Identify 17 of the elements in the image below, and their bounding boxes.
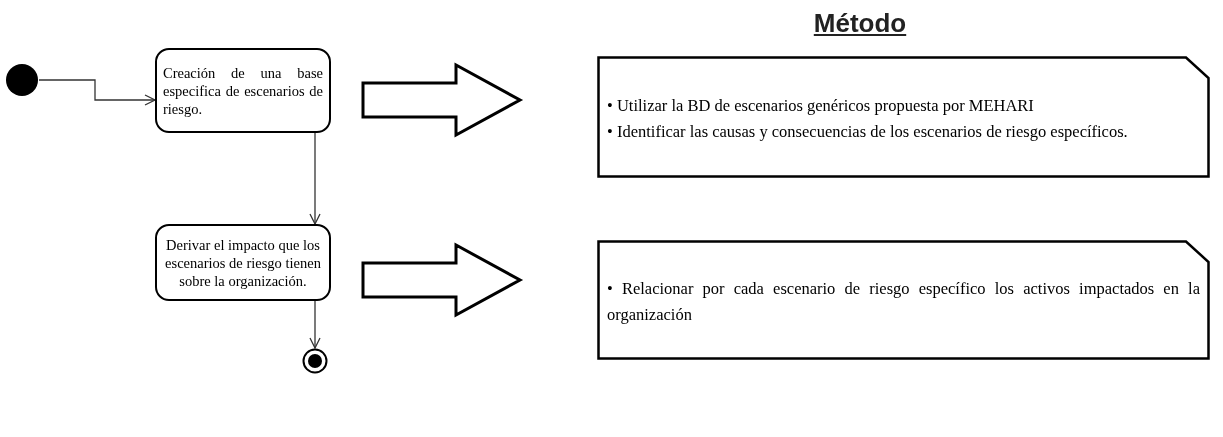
start-node — [5, 63, 39, 97]
arrow — [309, 300, 321, 349]
note-box — [597, 240, 1210, 360]
process-box — [155, 224, 331, 301]
note-box — [597, 56, 1210, 178]
bullet-text: • Relacionar por cada escenario de riesgo específico los activos impactados en la organización — [607, 278, 1200, 326]
bullet-text: • Identificar las causas y consecuencias de los escenarios de riesgo específicos. — [607, 121, 1129, 143]
step-text: Derivar el impacto que los escenarios de riesgo tienen sobre la organización. — [164, 235, 322, 290]
step-text: Creación de una base especifica de escenarios de riesgo. — [163, 63, 323, 118]
bullet-text: • Utilizar la BD de escenarios genéricos propuesta por MEHARI — [607, 95, 1035, 117]
title: Método — [812, 7, 908, 40]
end-node — [302, 348, 328, 374]
arrow — [309, 132, 321, 225]
process-box — [155, 48, 331, 133]
arrow — [38, 79, 156, 106]
block-arrow — [361, 242, 524, 318]
block-arrow — [361, 62, 524, 138]
